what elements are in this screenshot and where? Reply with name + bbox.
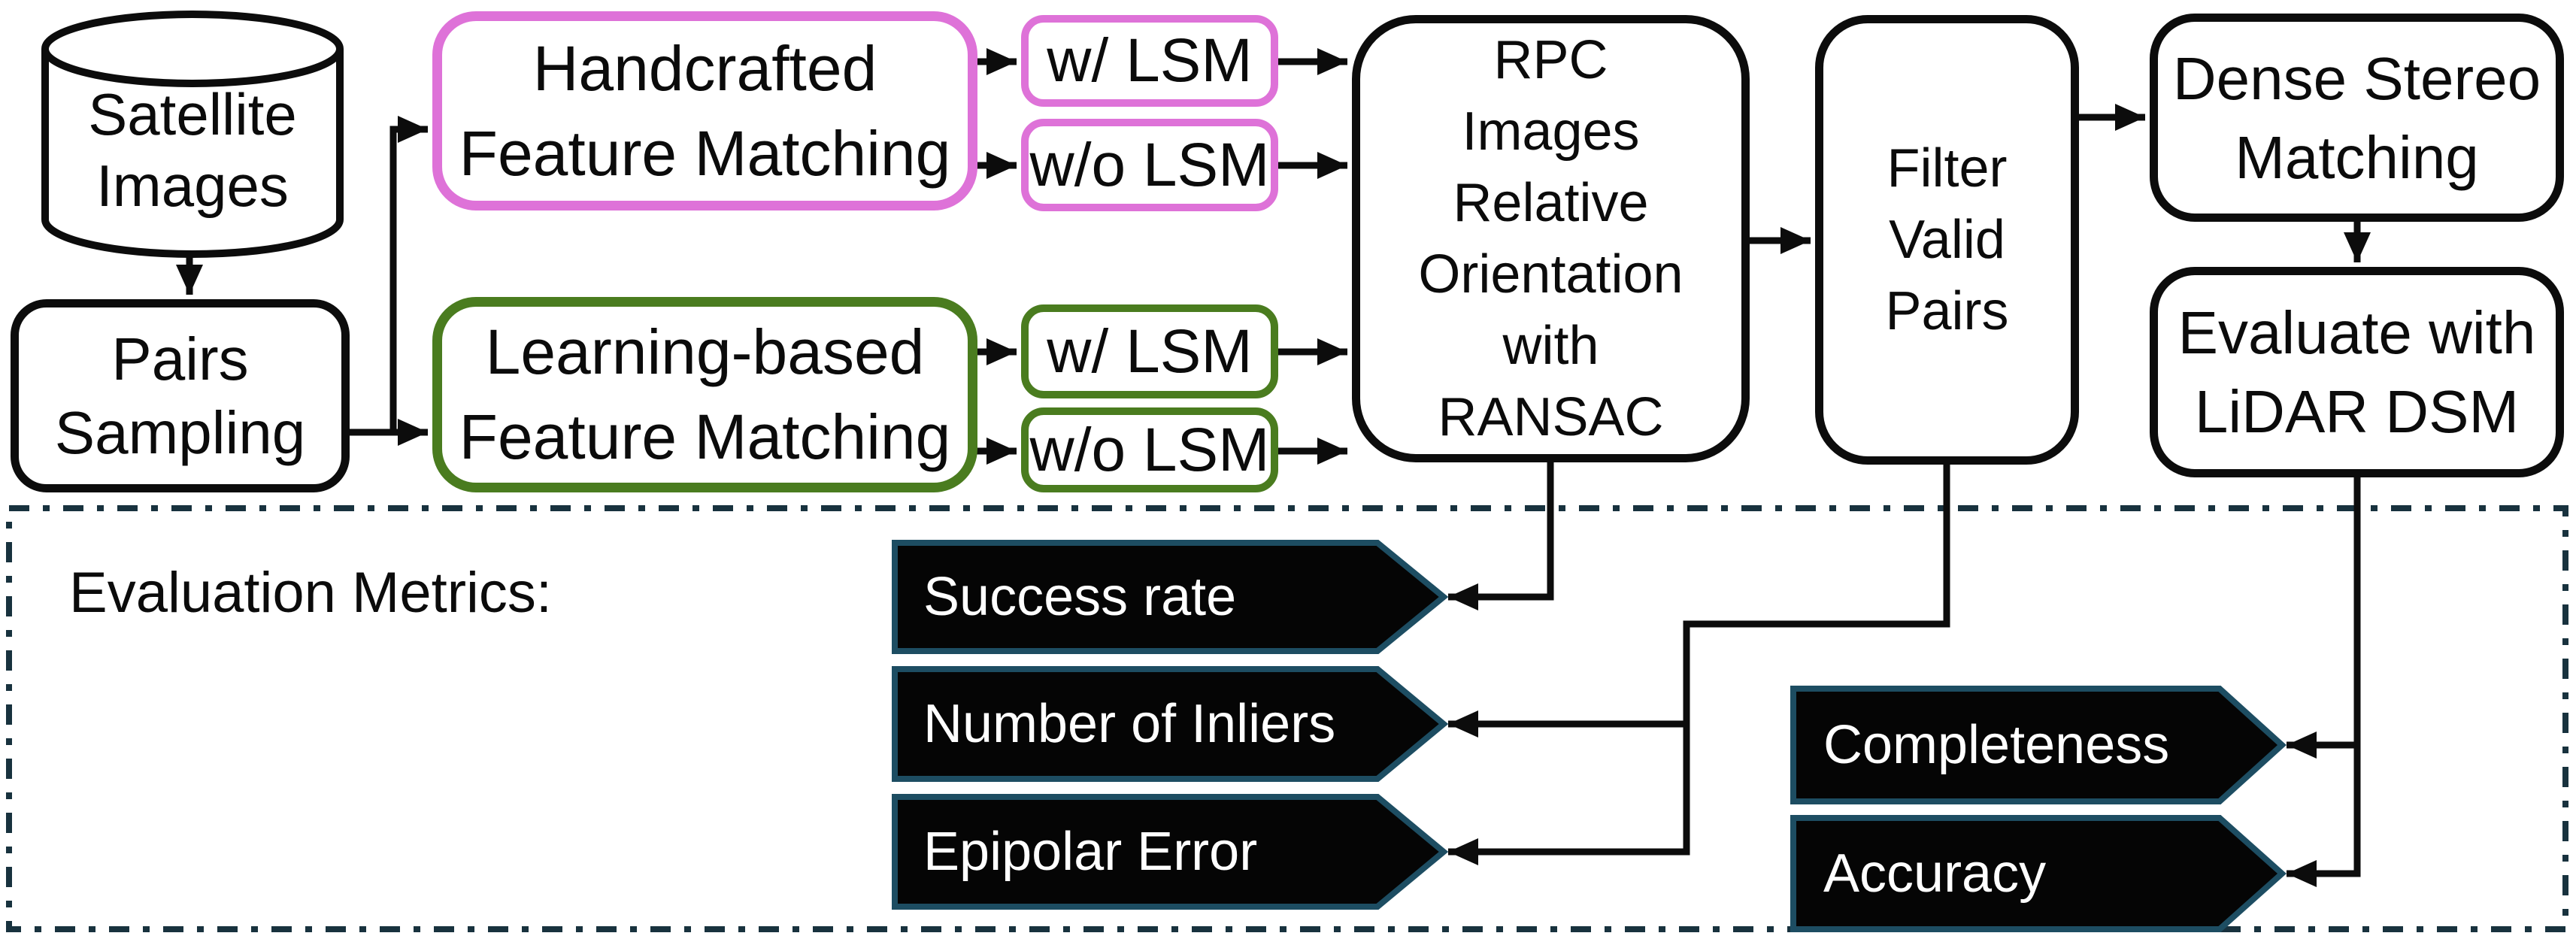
evaluation-metrics-title: Evaluation Metrics:: [69, 560, 553, 625]
metric-shape-success-rate: [892, 540, 1449, 654]
connector-pairs-to-handcrafted: [350, 116, 428, 436]
connector-filter-to-epipolar-error: [1448, 465, 1950, 865]
node-label: Satellite: [88, 81, 297, 147]
metric-completeness: Completeness: [1823, 715, 2170, 775]
node-dense-stereo-matching: Dense Stereo Matching: [2150, 14, 2564, 222]
node-label: Images: [1462, 101, 1640, 162]
node-label: Relative: [1453, 172, 1649, 233]
node-evaluate-with-lidar-dsm: Evaluate with LiDAR DSM: [2150, 267, 2564, 477]
node-learning-based-feature-matching: Learning-based Feature Matching: [432, 297, 977, 492]
node-learning-wo-lsm: w/o LSM: [1021, 407, 1278, 492]
node-label: RPC: [1493, 29, 1608, 90]
node-label: w/o LSM: [1029, 130, 1270, 199]
node-handcrafted-w-lsm: w/ LSM: [1021, 15, 1278, 107]
node-label: Dense Stereo: [2172, 44, 2541, 112]
database-cylinder-shape: [41, 11, 344, 258]
node-learning-w-lsm: w/ LSM: [1021, 304, 1278, 398]
node-label: Pairs: [1885, 280, 2009, 341]
metric-shape-accuracy: [1790, 815, 2287, 932]
node-label: Handcrafted: [532, 32, 877, 104]
node-label: w/ LSM: [1047, 26, 1253, 95]
node-label: with: [1502, 315, 1599, 376]
node-label: Evaluate with: [2177, 299, 2536, 366]
node-handcrafted-feature-matching: Handcrafted Feature Matching: [432, 11, 977, 211]
node-label: Sampling: [54, 398, 306, 466]
metric-accuracy: Accuracy: [1823, 844, 2047, 904]
connector-evaluate-to-accuracy: [2287, 477, 2361, 887]
node-label: Matching: [2235, 123, 2479, 191]
node-satellite-images: Satellite Images: [45, 68, 340, 233]
node-filter-valid-pairs: Filter Valid Pairs: [1815, 15, 2079, 465]
node-label: Pairs: [111, 325, 249, 392]
node-label: w/o LSM: [1029, 415, 1270, 484]
node-label: Valid: [1889, 209, 2005, 270]
metric-epipolar-error: Epipolar Error: [923, 822, 1258, 882]
node-label: Learning-based: [485, 317, 925, 387]
node-label: Feature Matching: [459, 117, 951, 189]
metric-shape-number-of-inliers: [892, 666, 1449, 782]
metric-number-of-inliers: Number of Inliers: [923, 694, 1336, 754]
node-rpc-relative-orientation: RPC Images Relative Orientation with RAN…: [1352, 15, 1750, 462]
metric-shape-epipolar-error: [892, 794, 1449, 910]
node-label: Orientation: [1418, 244, 1683, 304]
node-pairs-sampling: Pairs Sampling: [11, 299, 350, 492]
node-handcrafted-wo-lsm: w/o LSM: [1021, 119, 1278, 211]
evaluation-metrics-panel-border: [6, 505, 2568, 932]
node-label: Feature Matching: [459, 401, 951, 472]
node-label: w/ LSM: [1047, 317, 1253, 386]
node-label: LiDAR DSM: [2194, 378, 2520, 445]
metric-success-rate: Success rate: [923, 567, 1237, 627]
node-label: Filter: [1887, 138, 2008, 198]
node-label: RANSAC: [1438, 386, 1664, 447]
connector-rpc-to-success-rate: [1448, 462, 1554, 610]
node-label: Images: [96, 153, 289, 219]
metric-shape-completeness: [1790, 686, 2287, 804]
